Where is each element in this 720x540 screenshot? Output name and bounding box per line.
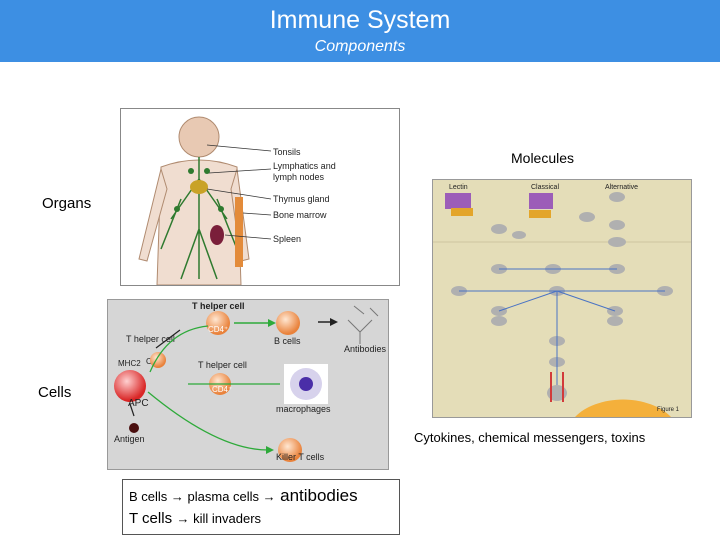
- left-arm-shape: [138, 167, 168, 262]
- b-cell-shape: [276, 311, 300, 335]
- lectin-heading: Lectin: [449, 184, 468, 191]
- arrow-head: [268, 319, 276, 327]
- leader-line: [208, 168, 272, 174]
- b-cells-chain-text: B cells → plasma cells →: [129, 489, 276, 504]
- leader-line: [206, 188, 272, 200]
- lymph-node: [218, 206, 224, 212]
- molecule-node: [491, 224, 507, 234]
- molecule-node: [491, 316, 507, 326]
- green-arrow: [147, 391, 269, 451]
- cells-figure: T helper cell CD4⁺ B cells Antibodies T …: [107, 299, 389, 470]
- arrow-head: [266, 446, 274, 454]
- black-arrow: [129, 403, 135, 417]
- lymph-node: [188, 168, 194, 174]
- summary-line-1: B cells → plasma cells → antibodies: [129, 486, 358, 506]
- organ-label-tonsils: Tonsils: [273, 147, 301, 157]
- t-helper-left-label: T helper cell: [126, 334, 175, 344]
- molecule-node: [607, 316, 623, 326]
- cells-diagram: T helper cell CD4⁺ B cells Antibodies T …: [114, 301, 387, 462]
- t-cells-text: T cells: [129, 510, 173, 527]
- killer-t-cell-shape: [278, 438, 302, 462]
- t-helper-mid-label: T helper cell: [198, 360, 247, 370]
- bone-marrow-shape: [235, 197, 243, 267]
- organ-label-lymphatics: Lymphatics and: [273, 161, 336, 171]
- leader-line: [224, 234, 272, 240]
- title-banner: Immune System Components: [0, 0, 720, 62]
- antigen-label: Antigen: [114, 434, 145, 444]
- page-subtitle: Components: [314, 38, 406, 55]
- head-shape: [178, 116, 220, 158]
- organ-label-thymus: Thymus gland: [273, 194, 330, 204]
- kill-invaders-text: → kill invaders: [176, 511, 262, 526]
- thymus-shape: [190, 180, 208, 194]
- organ-label-spleen: Spleen: [273, 234, 301, 244]
- antigen-shape: [129, 423, 139, 433]
- leader-line: [242, 212, 272, 216]
- cell-membrane-shape: [575, 399, 671, 417]
- classical-heading: Classical: [531, 184, 559, 191]
- pathway-arrow: [498, 290, 558, 312]
- pathway-block: [529, 210, 551, 218]
- mhc2-label: MHC2: [118, 359, 141, 368]
- pathway-block: [451, 208, 473, 216]
- organ-label-bone-marrow: Bone marrow: [273, 210, 327, 220]
- molecule-node: [609, 192, 625, 202]
- organs-figure: Tonsils Lymphatics and lymph nodes Thymu…: [120, 108, 400, 286]
- molecule-node: [579, 212, 595, 222]
- molecules-label: Molecules: [511, 150, 575, 166]
- molecule-node: [609, 220, 625, 230]
- macrophages-label: macrophages: [276, 404, 331, 414]
- molecule-node: [608, 237, 626, 247]
- cd4-top-label: CD4⁺: [208, 325, 228, 334]
- human-body-illustration: Tonsils Lymphatics and lymph nodes Thymu…: [138, 116, 336, 285]
- apc-label: APC: [128, 398, 149, 409]
- pathway-block: [445, 193, 471, 209]
- antibodies-emphasis-text: antibodies: [280, 486, 358, 505]
- antibodies-icon: [347, 305, 379, 344]
- complement-pathway-diagram: Lectin Classical Alternative: [433, 184, 691, 417]
- alternative-heading: Alternative: [605, 184, 638, 191]
- lymph-network: [160, 157, 238, 280]
- cells-label: Cells: [38, 384, 72, 401]
- arrow-head: [330, 318, 338, 326]
- pathway-block: [529, 193, 553, 209]
- cytokines-label: Cytokines, chemical messengers, toxins: [414, 430, 646, 445]
- black-arrow: [155, 329, 181, 349]
- t-helper-top-cell: [206, 311, 230, 335]
- summary-box: B cells → plasma cells → antibodies T ce…: [122, 479, 400, 535]
- organs-label: Organs: [42, 195, 92, 212]
- molecule-node: [512, 231, 526, 239]
- organ-label-lymph-nodes: lymph nodes: [273, 172, 325, 182]
- macrophage-nucleus: [299, 377, 313, 391]
- summary-line-2: T cells → kill invaders: [129, 510, 261, 528]
- apc-cell-shape: [114, 370, 146, 402]
- molecules-figure: Lectin Classical Alternative: [432, 179, 692, 418]
- green-arrow: [149, 325, 209, 373]
- pathway-arrow: [556, 290, 616, 312]
- killer-t-cells-label: Killer T cells: [276, 452, 325, 462]
- b-cells-label: B cells: [274, 336, 301, 346]
- page-title: Immune System: [269, 6, 451, 34]
- figure-number-label: Figure 1: [657, 407, 680, 413]
- lymph-node: [174, 206, 180, 212]
- t-helper-top-label: T helper cell: [192, 301, 245, 311]
- antibodies-label: Antibodies: [344, 344, 387, 354]
- cd4-mid-label: CD4⁺: [212, 385, 232, 394]
- leader-line: [206, 144, 272, 152]
- spleen-shape: [210, 225, 224, 245]
- lymph-node: [204, 168, 210, 174]
